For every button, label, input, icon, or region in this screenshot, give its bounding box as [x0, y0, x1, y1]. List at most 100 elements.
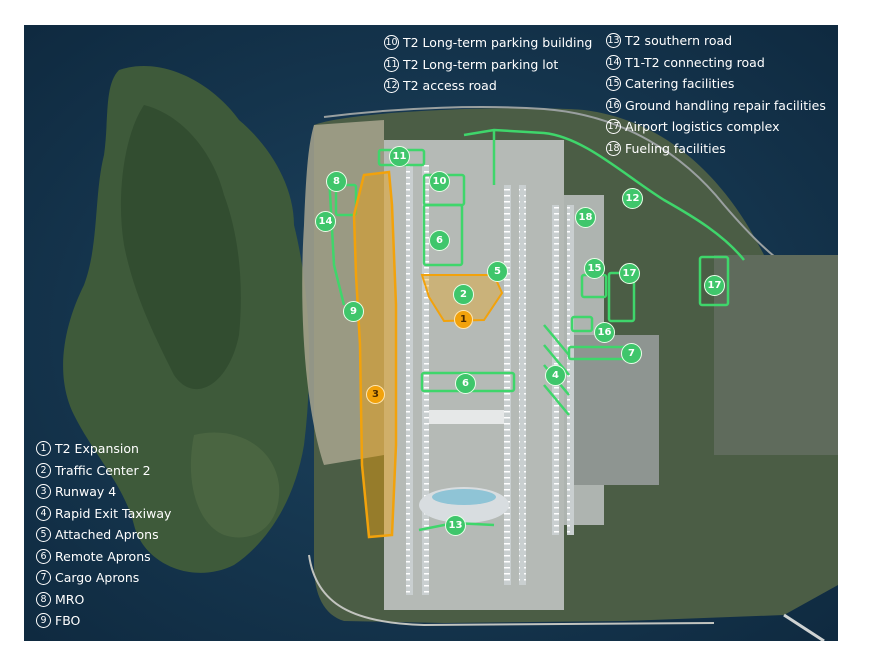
- marker-6-north[interactable]: 6: [429, 230, 450, 251]
- area-16-repair: [570, 315, 594, 333]
- area-12-access-road: [463, 128, 745, 261]
- south-bridge: [783, 613, 825, 641]
- legend-label: Attached Aprons: [55, 527, 159, 542]
- marker-2[interactable]: 2: [453, 284, 474, 305]
- marker-12[interactable]: 12: [622, 188, 643, 209]
- runway-mid-2: [519, 185, 526, 585]
- area-14-connecting-road: [327, 174, 346, 306]
- legend-number: 12: [384, 78, 399, 94]
- runway-mid-1: [504, 185, 511, 585]
- area-3-runway-4: [352, 170, 398, 539]
- legend-label: T2 Expansion: [55, 441, 139, 456]
- marker-17a[interactable]: 17: [619, 263, 640, 284]
- green-highlights: [327, 128, 745, 532]
- legend-item-7: 7 Cargo Aprons: [36, 567, 171, 589]
- legend-item-1: 1 T2 Expansion: [36, 438, 171, 460]
- marker-16[interactable]: 16: [594, 322, 615, 343]
- legend-number: 7: [36, 570, 51, 586]
- marker-3[interactable]: 3: [366, 385, 385, 404]
- area-4-rapid-exit: [543, 324, 570, 416]
- legend-item-9: 9 FBO: [36, 610, 171, 632]
- legend-number: 6: [36, 548, 51, 564]
- legend-item-12: 12 T2 access road: [384, 75, 592, 97]
- marker-9[interactable]: 9: [343, 301, 364, 322]
- runway-east-2: [567, 205, 574, 535]
- marker-4[interactable]: 4: [545, 365, 566, 386]
- legend-label: Runway 4: [55, 484, 117, 499]
- legend-number: 8: [36, 591, 51, 607]
- airport-satellite-map: 1 2 3 4 5 6 6 7 8 9 10 11 12 13 14 15 16…: [24, 25, 838, 641]
- marker-10[interactable]: 10: [429, 171, 450, 192]
- legend-label: Fueling facilities: [625, 140, 726, 156]
- legend-label: Airport logistics complex: [625, 119, 780, 134]
- legend-item-5: 5 Attached Aprons: [36, 524, 171, 546]
- legend-number: 17: [606, 119, 621, 135]
- western-island-hills: [120, 105, 241, 390]
- seawall: [308, 554, 715, 627]
- legend-label: T2 access road: [403, 78, 497, 93]
- marker-5[interactable]: 5: [487, 261, 508, 282]
- terminal-south-roof: [432, 489, 496, 505]
- legend-label: T2 Long-term parking building: [403, 35, 593, 50]
- legend-label: Ground handling repair facilities: [625, 97, 826, 113]
- tidal-flat: [302, 120, 384, 465]
- east-development: [714, 255, 838, 455]
- marker-13[interactable]: 13: [445, 515, 466, 536]
- airfield: [384, 140, 564, 610]
- legend-item-17: 17 Airport logistics complex: [606, 116, 826, 138]
- legend-item-13: 13 T2 southern road: [606, 30, 826, 52]
- marker-18[interactable]: 18: [575, 207, 596, 228]
- cargo-area: [569, 335, 659, 485]
- legend-item-3: 3 Runway 4: [36, 481, 171, 503]
- map-graphic: [24, 25, 838, 641]
- island-south: [190, 432, 280, 538]
- legend-label: T1-T2 connecting road: [625, 54, 765, 70]
- marker-8[interactable]: 8: [326, 171, 347, 192]
- legend-label: Cargo Aprons: [55, 570, 140, 585]
- legend-label: FBO: [55, 613, 81, 628]
- north-road: [323, 106, 815, 281]
- marker-11[interactable]: 11: [389, 146, 410, 167]
- marker-14[interactable]: 14: [315, 211, 336, 232]
- area-17-logistics-b: [698, 255, 730, 307]
- legend-number: 18: [606, 140, 621, 156]
- legend-label: Remote Aprons: [55, 548, 151, 564]
- legend-number: 14: [606, 54, 621, 70]
- legend-number: 9: [36, 613, 51, 629]
- runway-west-2: [422, 165, 429, 595]
- legend-number: 3: [36, 484, 51, 500]
- legend-label: T2 Long-term parking lot: [403, 56, 559, 72]
- legend-number: 1: [36, 441, 51, 457]
- legend-number: 15: [606, 76, 621, 92]
- marker-6-remote[interactable]: 6: [455, 373, 476, 394]
- concourse: [429, 410, 504, 424]
- legend-number: 5: [36, 527, 51, 543]
- legend-label: Rapid Exit Taxiway: [55, 505, 172, 521]
- marker-15[interactable]: 15: [584, 258, 605, 279]
- legend-number: 11: [384, 56, 399, 72]
- marker-7[interactable]: 7: [621, 343, 642, 364]
- marker-17b[interactable]: 17: [704, 275, 725, 296]
- legend-label: Traffic Center 2: [55, 462, 151, 478]
- runway-west-1: [406, 165, 413, 595]
- legend-number: 16: [606, 97, 621, 113]
- legend-label: T2 southern road: [625, 33, 733, 48]
- legend-number: 4: [36, 505, 51, 521]
- legend-item-10: 10 T2 Long-term parking building: [384, 32, 592, 54]
- legend-number: 10: [384, 35, 399, 51]
- marker-1[interactable]: 1: [454, 310, 473, 329]
- legend-number: 13: [606, 33, 621, 49]
- legend-label: MRO: [55, 591, 85, 607]
